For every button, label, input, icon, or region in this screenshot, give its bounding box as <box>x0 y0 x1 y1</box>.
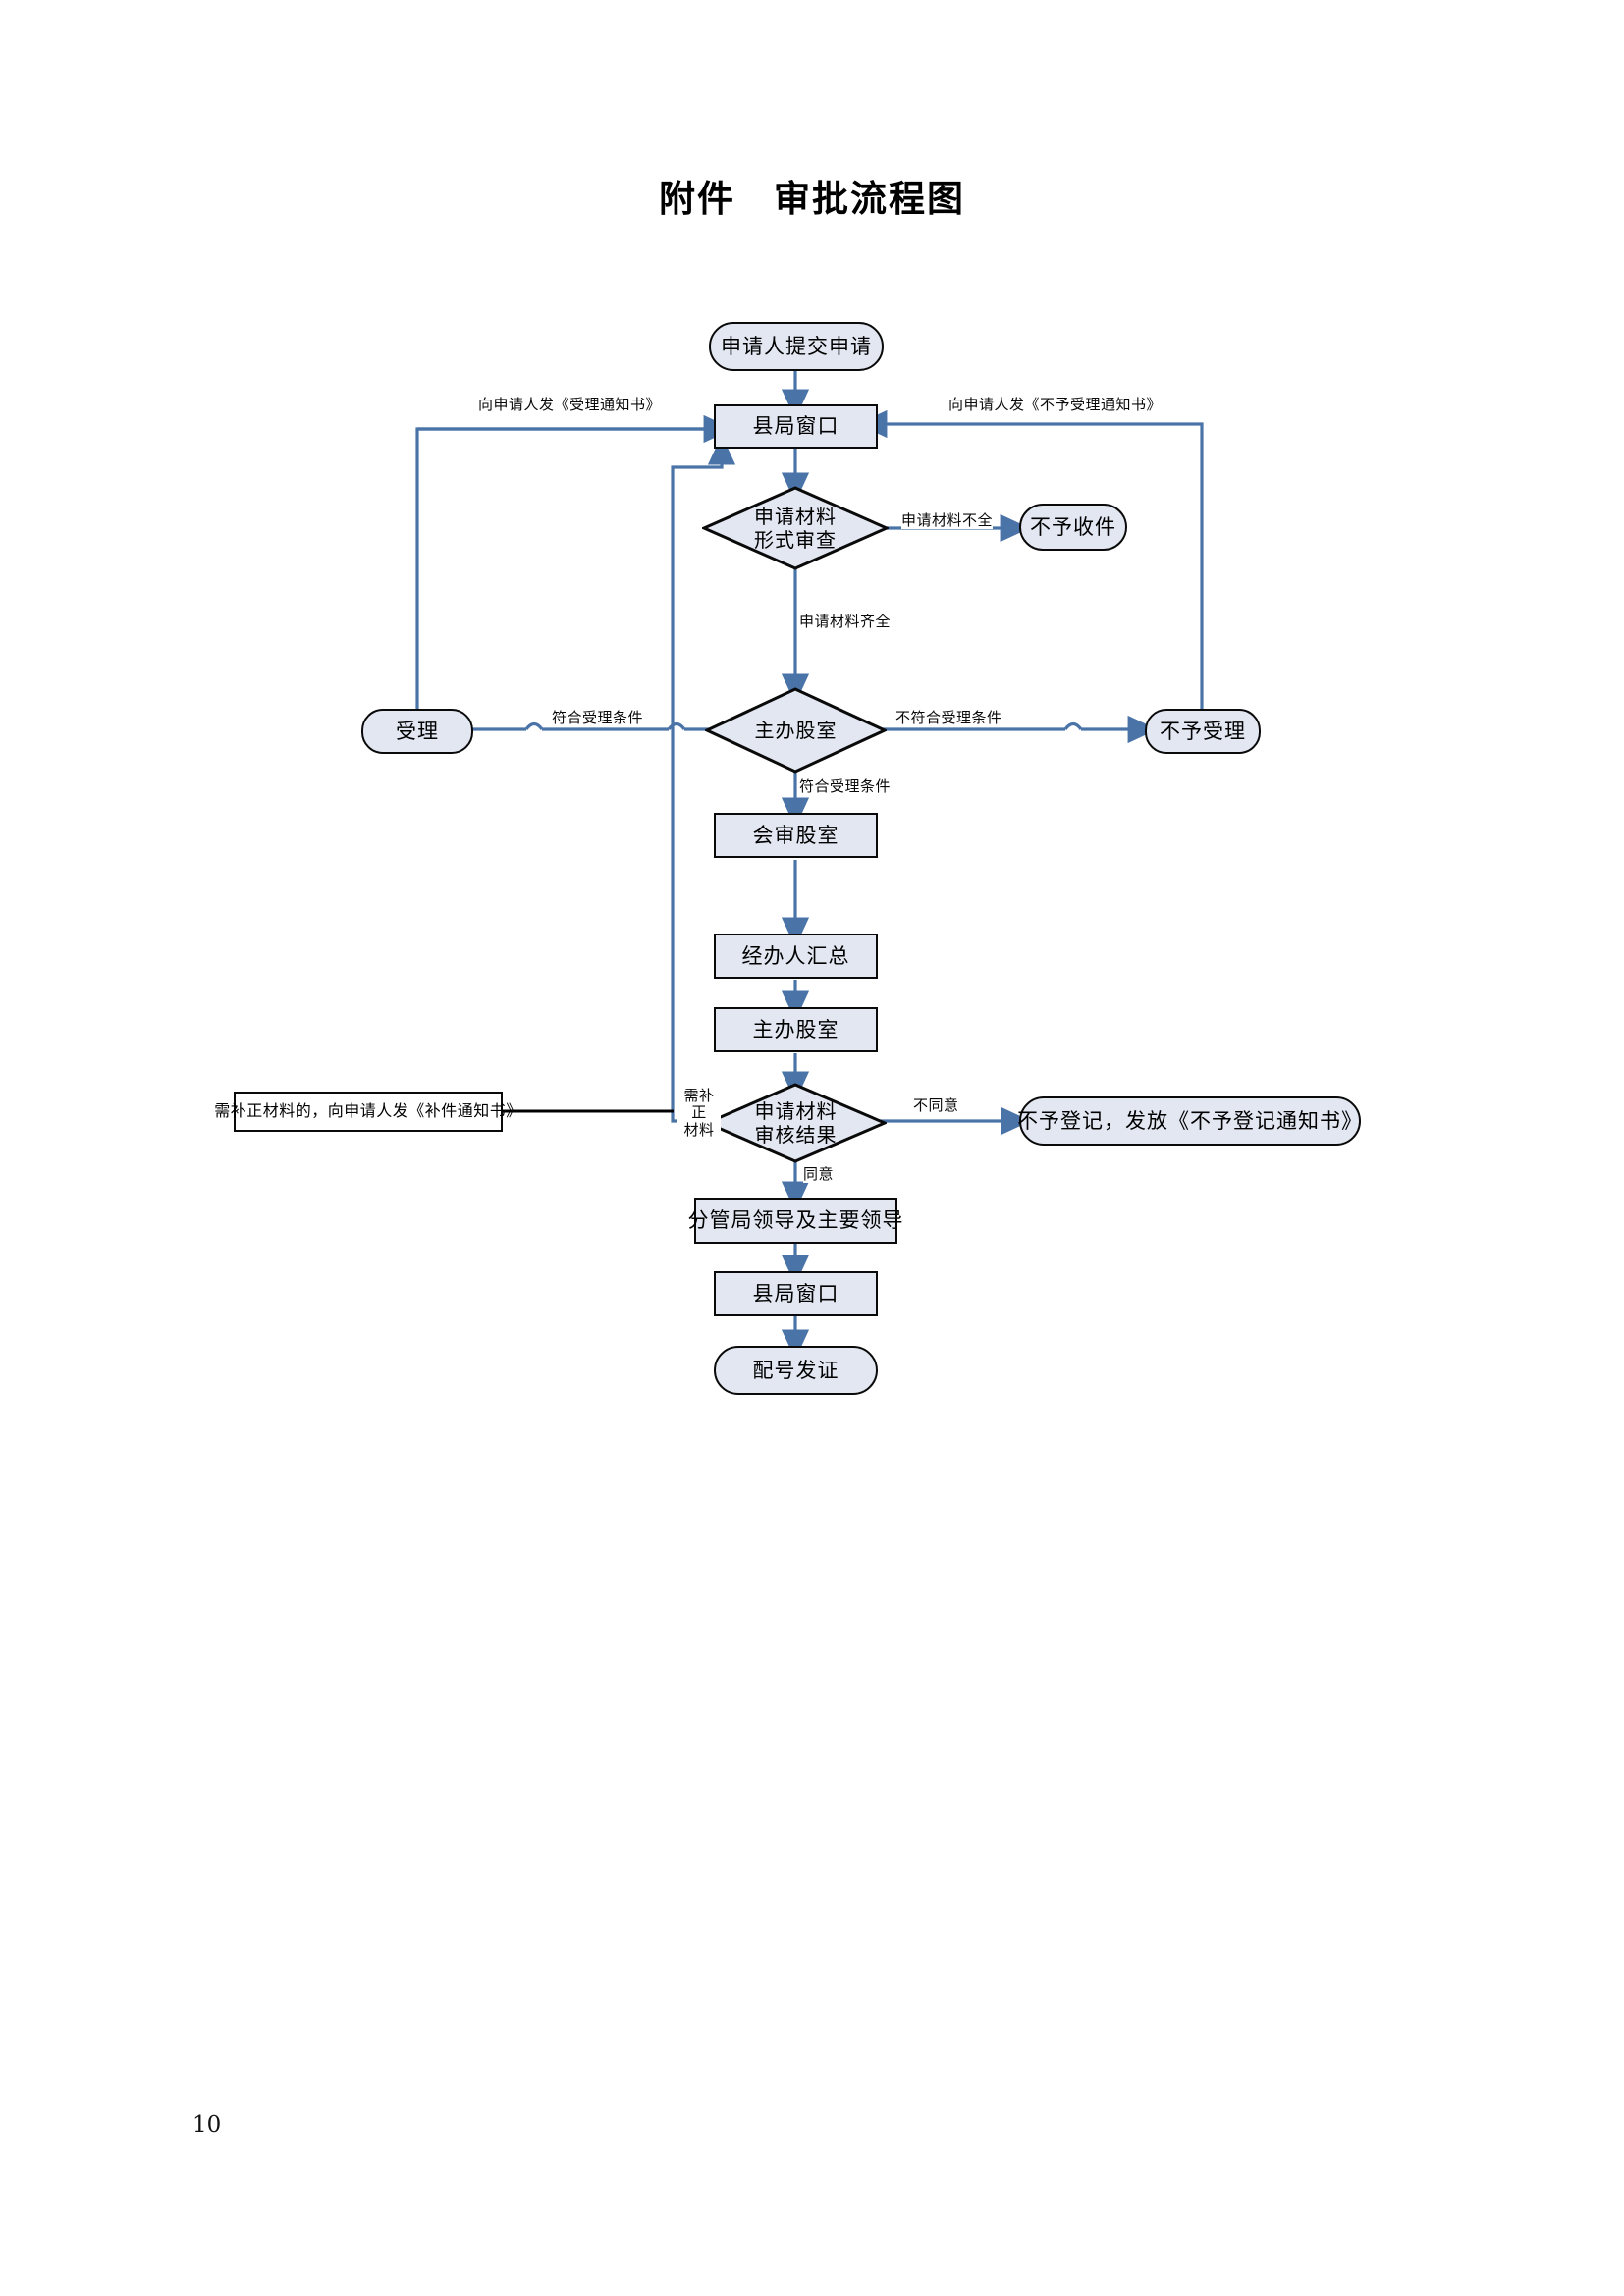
page-title: 附件 审批流程图 <box>659 178 965 220</box>
node-not-accepted-label: 不予受理 <box>1160 719 1246 743</box>
node-form-check-label: 申请材料 形式审查 <box>754 505 837 552</box>
edge-label-accept-notice: 向申请人发《受理通知书》 <box>478 396 662 414</box>
edge-label-meets-conditions-down: 符合受理条件 <box>799 777 892 796</box>
edge-label-agree: 同意 <box>803 1165 835 1184</box>
node-no-register-label: 不予登记，发放《不予登记通知书》 <box>1017 1108 1363 1133</box>
node-window-bottom-label: 县局窗口 <box>752 1281 839 1306</box>
node-form-check-line1: 申请材料 <box>754 505 837 528</box>
node-joint-review-label: 会审股室 <box>752 823 839 847</box>
node-review-result-line1: 申请材料 <box>754 1099 838 1123</box>
node-handler-summary[interactable]: 经办人汇总 <box>714 934 878 979</box>
page-number: 10 <box>192 2112 222 2138</box>
node-joint-review[interactable]: 会审股室 <box>714 813 878 858</box>
edge-label-not-meets-conditions: 不符合受理条件 <box>895 709 1002 727</box>
node-reject-intake[interactable]: 不予收件 <box>1019 504 1127 551</box>
node-supplement-note[interactable]: 需补正材料的，向申请人发《补件通知书》 <box>214 1092 521 1132</box>
diamond-shape-main-section <box>705 687 887 774</box>
edge-label-materials-complete: 申请材料齐全 <box>799 613 892 631</box>
node-leaders-label: 分管局领导及主要领导 <box>687 1208 904 1233</box>
node-form-check-line2: 形式审查 <box>754 528 837 552</box>
node-reject-intake-label: 不予收件 <box>1030 514 1116 539</box>
node-handler-summary-label: 经办人汇总 <box>741 943 850 968</box>
node-main-section-2[interactable]: 主办股室 <box>714 1007 878 1052</box>
node-main-section-2-label: 主办股室 <box>752 1017 839 1041</box>
diamond-shape-form-check <box>702 486 889 570</box>
node-start-label: 申请人提交申请 <box>721 334 872 358</box>
node-window-top[interactable]: 县局窗口 <box>714 404 878 449</box>
jump-arc-2 <box>524 721 544 731</box>
node-review-result[interactable]: 申请材料 审核结果 <box>705 1083 887 1163</box>
node-leaders[interactable]: 分管局领导及主要领导 <box>688 1198 903 1244</box>
node-main-section[interactable]: 主办股室 <box>705 687 887 774</box>
node-form-check[interactable]: 申请材料 形式审查 <box>702 486 889 570</box>
jump-arc-1 <box>667 721 686 731</box>
node-no-register[interactable]: 不予登记，发放《不予登记通知书》 <box>1017 1096 1363 1146</box>
node-start[interactable]: 申请人提交申请 <box>709 322 884 371</box>
node-accepted-label: 受理 <box>396 719 439 743</box>
edge-label-need-supplement-line2: 材料 <box>683 1120 715 1139</box>
node-window-bottom[interactable]: 县局窗口 <box>714 1271 878 1316</box>
edge-label-disagree: 不同意 <box>913 1096 959 1115</box>
edge-notaccepted-to-window-loop <box>857 409 1204 709</box>
edge-label-need-supplement: 需补正 材料 <box>677 1087 721 1139</box>
node-accepted[interactable]: 受理 <box>361 709 473 754</box>
node-window-top-label: 县局窗口 <box>752 414 839 439</box>
node-issue-cert[interactable]: 配号发证 <box>714 1346 878 1395</box>
diamond-shape-review-result <box>705 1083 887 1163</box>
node-main-section-label: 主办股室 <box>754 719 838 742</box>
edge-label-reject-accept-notice: 向申请人发《不予受理通知书》 <box>948 396 1163 414</box>
jump-arc-3 <box>1063 721 1083 731</box>
edge-label-meets-conditions-left: 符合受理条件 <box>552 709 644 727</box>
edge-label-materials-incomplete: 申请材料不全 <box>901 511 994 530</box>
edge-label-need-supplement-line1: 需补正 <box>683 1087 715 1122</box>
node-review-result-label: 申请材料 审核结果 <box>755 1099 838 1147</box>
node-supplement-note-label: 需补正材料的，向申请人发《补件通知书》 <box>214 1101 522 1121</box>
node-not-accepted[interactable]: 不予受理 <box>1145 709 1261 754</box>
node-review-result-line2: 审核结果 <box>754 1123 838 1147</box>
node-issue-cert-label: 配号发证 <box>752 1358 839 1382</box>
